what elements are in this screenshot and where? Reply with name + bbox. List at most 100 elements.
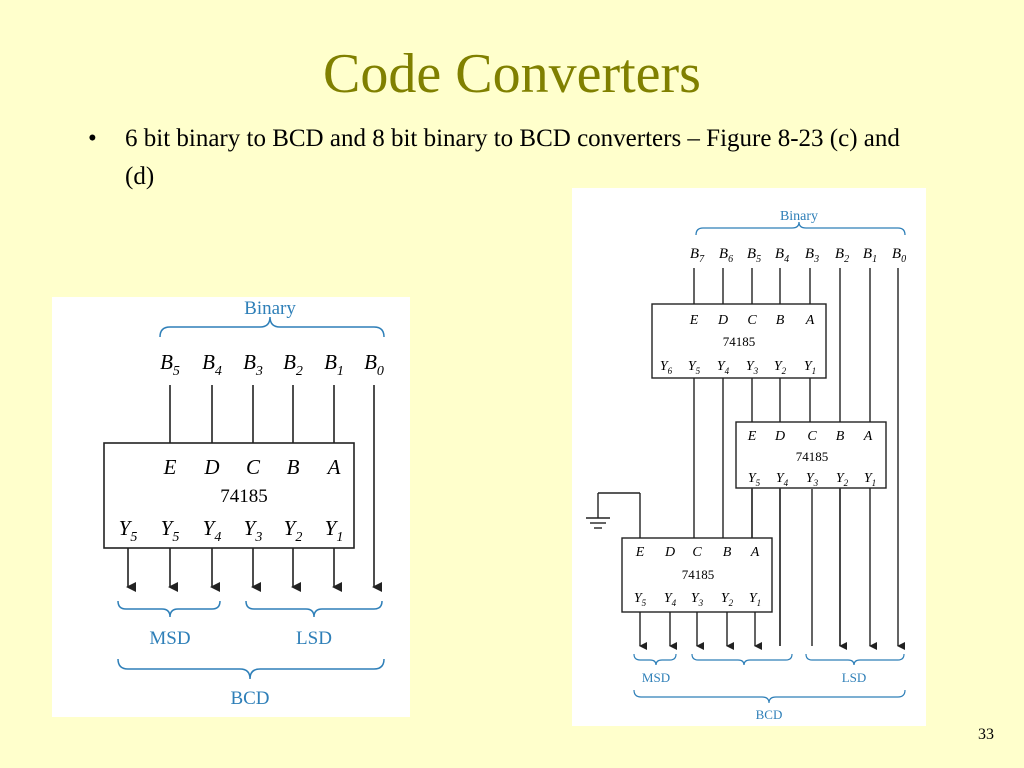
lsd-brace-left (691, 653, 793, 666)
chip-2-part-number: 74185 (796, 449, 829, 464)
pin-y5-a: Y5 (119, 516, 138, 545)
pin-e: E (689, 313, 699, 328)
pin-y5: Y5 (748, 471, 761, 488)
ic-74185-chip-1 (651, 303, 827, 379)
pin-y4: Y4 (717, 359, 730, 376)
binary-label: Binary (780, 209, 818, 224)
input-label-b1: B1 (863, 246, 877, 265)
pin-a: A (326, 455, 341, 479)
pin-y4: Y4 (203, 516, 222, 545)
chip-3-part-number: 74185 (682, 567, 715, 582)
pin-y3: Y3 (806, 471, 819, 488)
pin-e: E (635, 545, 645, 560)
pin-y1: Y1 (749, 591, 761, 608)
input-labels: B5 B4 B3 B2 B1 B0 (160, 350, 384, 379)
pin-e: E (747, 429, 757, 444)
chip-1-top-pins: E D C B A (689, 313, 815, 328)
pin-e: E (163, 455, 177, 479)
chip-bottom-pins: Y5 Y5 Y4 Y3 Y2 Y1 (119, 516, 344, 545)
pin-d: D (203, 455, 219, 479)
pin-y5-b: Y5 (161, 516, 180, 545)
input-label-b3: B3 (805, 246, 819, 265)
ic-74185-chip (103, 442, 355, 549)
bcd-label: BCD (230, 688, 269, 709)
chip-2-bottom-pins: Y5 Y4 Y3 Y2 Y1 (748, 471, 876, 488)
msd-label: MSD (149, 628, 190, 649)
lsd-label: LSD (296, 628, 332, 649)
pin-y1: Y1 (325, 516, 344, 545)
msd-label: MSD (642, 670, 670, 685)
pin-y3: Y3 (746, 359, 759, 376)
ic-74185-chip-2 (735, 421, 887, 489)
pin-y1: Y1 (864, 471, 876, 488)
pin-c: C (692, 545, 702, 560)
input-label-b2: B2 (835, 246, 849, 265)
binary-brace (159, 316, 385, 338)
pin-a: A (805, 313, 815, 328)
bcd-label: BCD (756, 707, 783, 722)
input-labels: B7 B6 B5 B4 B3 B2 B1 B0 (690, 246, 906, 265)
pin-y2: Y2 (284, 516, 303, 545)
msd-brace (633, 653, 677, 666)
input-label-b7: B7 (690, 246, 705, 265)
chip-3-bottom-pins: Y5 Y4 Y3 Y2 Y1 (634, 591, 761, 608)
chip-top-pins: E D C B A (163, 455, 341, 479)
figure-d-8bit-converter: Binary B7 B6 B5 B4 B3 B2 B1 B0 (572, 188, 926, 726)
pin-b: B (776, 313, 785, 328)
pin-b: B (723, 545, 732, 560)
figure-c-diagram: Binary B5 B4 B3 B2 B1 B0 E D C B A (103, 298, 385, 709)
pin-c: C (807, 429, 817, 444)
bullet-symbol: • (88, 125, 97, 152)
pin-d: D (664, 545, 675, 560)
input-label-b1: B1 (324, 350, 344, 379)
output-wires (126, 548, 342, 592)
pin-b: B (836, 429, 845, 444)
input-label-b5: B5 (160, 350, 180, 379)
chip-1-bottom-pins: Y6 Y5 Y4 Y3 Y2 Y1 (660, 359, 816, 376)
binary-brace (695, 221, 906, 236)
pin-y6: Y6 (660, 359, 673, 376)
pin-y5: Y5 (634, 591, 647, 608)
input-label-b5: B5 (747, 246, 761, 265)
slide-number: 33 (978, 726, 994, 743)
input-label-b4: B4 (202, 350, 222, 379)
chip-2-top-pins: E D C B A (747, 429, 873, 444)
binary-label: Binary (244, 298, 296, 319)
pin-c: C (246, 455, 261, 479)
lsd-brace (245, 600, 383, 618)
slide-title: Code Converters (323, 43, 701, 105)
pin-b: B (287, 455, 300, 479)
input-wires (169, 385, 382, 592)
pin-y1: Y1 (804, 359, 816, 376)
chip-part-number: 74185 (220, 486, 268, 507)
pin-y3: Y3 (244, 516, 263, 545)
pin-a: A (863, 429, 873, 444)
pin-y2: Y2 (774, 359, 787, 376)
pin-c: C (747, 313, 757, 328)
pin-y2: Y2 (721, 591, 734, 608)
pin-y4: Y4 (664, 591, 677, 608)
lsd-label: LSD (842, 670, 867, 685)
pin-y3: Y3 (691, 591, 704, 608)
input-label-b2: B2 (283, 350, 303, 379)
pin-y5: Y5 (688, 359, 701, 376)
bcd-brace (633, 689, 906, 704)
pin-y2: Y2 (836, 471, 849, 488)
lsd-brace-right (805, 653, 905, 666)
chip-1-part-number: 74185 (723, 334, 756, 349)
figure-c-6bit-converter: Binary B5 B4 B3 B2 B1 B0 E D C B A (52, 297, 410, 717)
ic-74185-chip-3 (621, 537, 773, 613)
pin-d: D (774, 429, 785, 444)
pin-y4: Y4 (776, 471, 789, 488)
bullet-text: 6 bit binary to BCD and 8 bit binary to … (125, 125, 900, 190)
input-label-b0: B0 (892, 246, 906, 265)
input-label-b3: B3 (243, 350, 263, 379)
pin-d: D (717, 313, 728, 328)
msd-brace (117, 600, 221, 618)
chip-3-top-pins: E D C B A (635, 545, 760, 560)
input-label-b0: B0 (364, 350, 384, 379)
pin-a: A (750, 545, 760, 560)
bcd-brace (117, 658, 385, 680)
input-label-b4: B4 (775, 246, 789, 265)
input-label-b6: B6 (719, 246, 733, 265)
